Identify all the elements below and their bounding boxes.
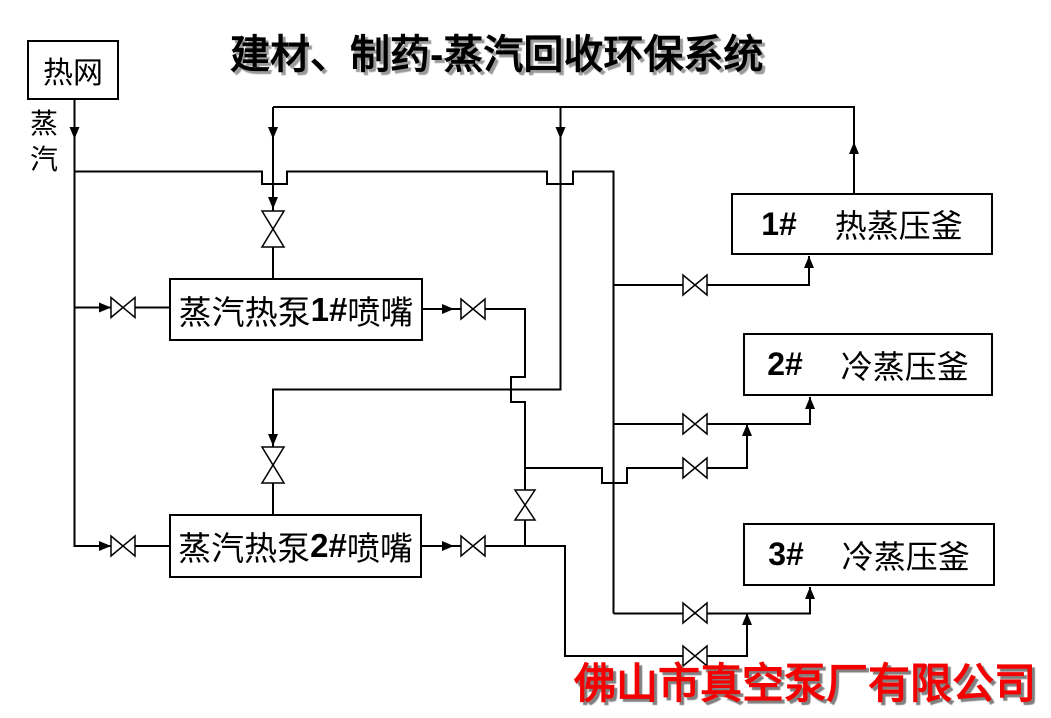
nozzle1-prefix: 蒸汽热泵 — [178, 293, 311, 331]
autoclave-3-name: 冷蒸压釜 — [841, 538, 970, 575]
pipe-autoclave2-feed-b — [525, 424, 748, 484]
autoclave-3-id: 3# — [768, 536, 804, 572]
nozzle1-suffix: 喷嘴 — [347, 293, 414, 331]
autoclave3-feed-valve-a-icon — [682, 601, 708, 625]
flow-arrow-right-icon — [99, 541, 111, 551]
prv2-valve-icon — [260, 446, 286, 484]
pipe-autoclave2-feed-a — [613, 397, 811, 425]
pipe-distribution-manifold — [74, 170, 615, 614]
flow-arrow-up-icon — [742, 424, 752, 436]
pipe-nozzle1-outlet — [423, 308, 526, 546]
flow-arrow-up-icon — [805, 397, 815, 409]
autoclave-1-name: 热蒸压釜 — [834, 208, 963, 244]
autoclave-2-name: 冷蒸压釜 — [840, 348, 969, 385]
nozzle2-id: 2# — [310, 527, 347, 564]
nozzle1-outlet-valve-icon — [460, 297, 486, 321]
nozzle1-return-valve-icon — [513, 489, 537, 521]
autoclave-1-id: 1# — [761, 205, 797, 242]
autoclave2-feed-valve-a-icon — [682, 412, 708, 436]
autoclave-3-box: 3# 冷蒸压釜 — [743, 523, 995, 586]
nozzle1-id: 1# — [310, 290, 348, 328]
steam-label: 蒸 汽 — [26, 106, 62, 178]
nozzle1-inlet-valve-icon — [110, 295, 136, 320]
company-name: 佛山市真空泵厂有限公司 — [574, 660, 1037, 707]
pipe-autoclave3-feed — [613, 587, 811, 615]
autoclave3-feed-valve-b-icon — [682, 644, 708, 668]
flow-arrow-up-icon — [849, 142, 859, 154]
flow-arrow-down-icon — [268, 434, 278, 446]
flow-arrow-up-icon — [742, 613, 752, 625]
flow-arrow-up-icon — [804, 256, 814, 268]
flow-arrow-right-icon — [442, 304, 454, 314]
valves — [110, 210, 708, 668]
flow-arrow-down-icon — [268, 127, 278, 139]
flow-arrow-down-icon — [69, 127, 80, 139]
steam-label-char2: 汽 — [29, 144, 58, 175]
pipe-return-header — [273, 106, 855, 193]
nozzle2-outlet-valve-icon — [460, 534, 486, 558]
flow-arrow-up-icon — [805, 587, 815, 599]
pipe-network — [73, 100, 855, 657]
flow-arrow-down-icon — [268, 197, 278, 209]
flow-arrow-down-icon — [555, 127, 566, 139]
pipe-heat-supply-vertical — [73, 100, 169, 547]
heat-network-label: 热网 — [43, 57, 103, 90]
autoclave-1-box: 1# 热蒸压釜 — [731, 193, 993, 255]
heat-network-box: 热网 — [27, 40, 119, 100]
pipe-autoclave1-feed — [613, 256, 810, 286]
steam-label-char1: 蒸 — [29, 108, 58, 139]
autoclave2-feed-valve-b-icon — [682, 456, 708, 480]
nozzle2-inlet-valve-icon — [110, 534, 136, 558]
autoclave-2-id: 2# — [767, 346, 803, 382]
autoclave-2-box: 2# 冷蒸压釜 — [743, 333, 993, 396]
flow-arrow-right-icon — [99, 302, 111, 313]
flow-arrows — [69, 127, 859, 625]
page-title: 建材、制药-蒸汽回收环保系统 — [230, 33, 764, 77]
nozzle2-prefix: 蒸汽热泵 — [178, 530, 311, 567]
nozzle2-suffix: 喷嘴 — [346, 530, 413, 567]
autoclave1-feed-valve-icon — [682, 273, 708, 297]
flow-arrow-right-icon — [442, 541, 454, 551]
pipe-nozzle2-outlet — [422, 545, 748, 657]
prv1-valve-icon — [260, 210, 286, 248]
